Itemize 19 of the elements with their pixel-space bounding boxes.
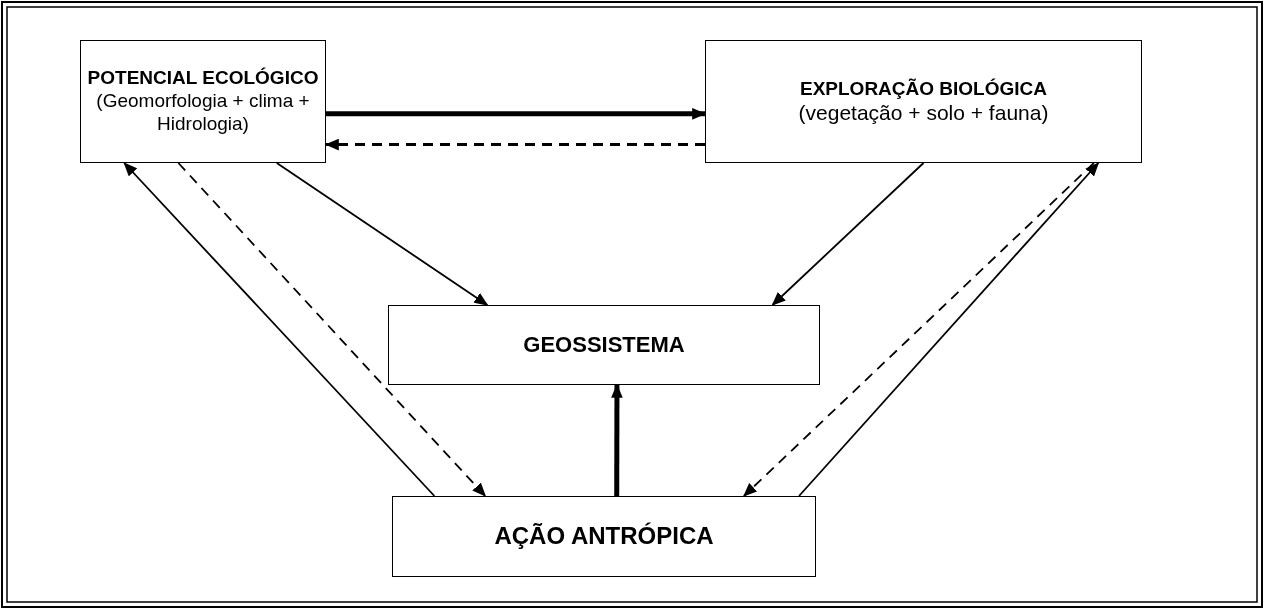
box-heading: POTENCIAL ECOLÓGICO (86, 67, 320, 91)
arrow (798, 162, 1100, 497)
process-box (388, 305, 820, 385)
process-box (392, 496, 816, 577)
box-heading: EXPLORAÇÃO BIOLÓGICA (799, 77, 1048, 101)
arrow (326, 107, 707, 120)
arrow (743, 162, 1095, 497)
arrow (771, 162, 925, 306)
process-box (80, 40, 326, 163)
box-heading: GEOSSISTEMA (522, 331, 686, 359)
arrow (177, 162, 487, 497)
process-box (705, 40, 1142, 163)
box-heading: AÇÃO ANTRÓPICA (493, 522, 715, 551)
arrow (123, 162, 436, 497)
arrow (324, 138, 705, 151)
arrow (611, 383, 623, 496)
box-body: (vegetação + solo + fauna) (797, 100, 1050, 126)
arrow (275, 162, 489, 306)
box-body: (Geomorfologia + clima + Hidrologia) (95, 90, 311, 136)
